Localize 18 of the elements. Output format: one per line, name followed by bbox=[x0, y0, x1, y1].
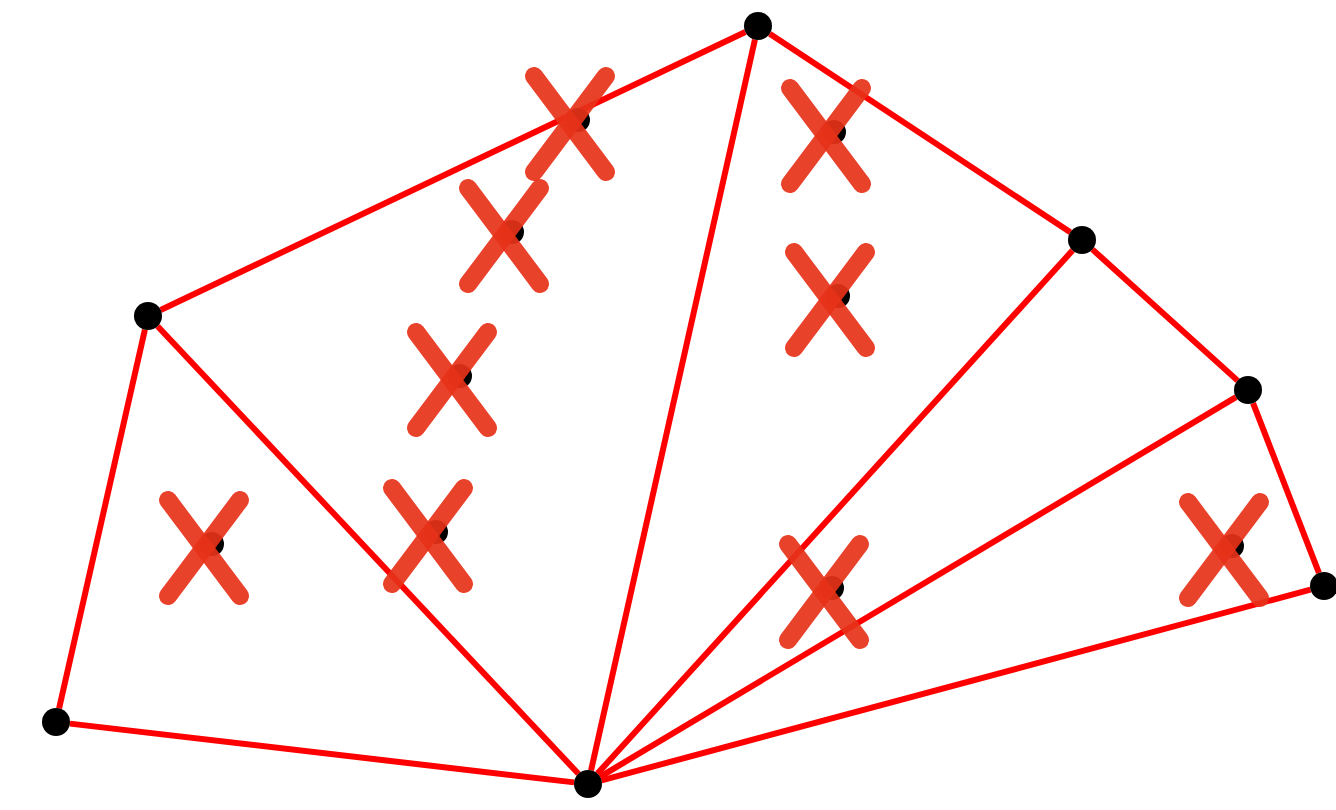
edge-line bbox=[69, 720, 575, 786]
vertex-dot bbox=[1310, 572, 1336, 600]
edge-line bbox=[1090, 247, 1240, 383]
edge-line bbox=[600, 586, 1312, 784]
edge-line bbox=[159, 29, 747, 313]
vertex-dot bbox=[42, 708, 70, 736]
vertex-dot bbox=[1068, 226, 1096, 254]
edge-line bbox=[598, 394, 1238, 780]
vertex-dot bbox=[134, 302, 162, 330]
edge-line bbox=[155, 324, 581, 776]
edge-line bbox=[588, 39, 758, 771]
vertex-dot bbox=[574, 770, 602, 798]
vertex-dot bbox=[744, 12, 772, 40]
edge-line bbox=[595, 248, 1075, 776]
vertex-dot bbox=[1234, 376, 1262, 404]
edge-line bbox=[56, 329, 148, 709]
edge-line bbox=[768, 31, 1072, 235]
edge-line bbox=[1250, 401, 1322, 575]
